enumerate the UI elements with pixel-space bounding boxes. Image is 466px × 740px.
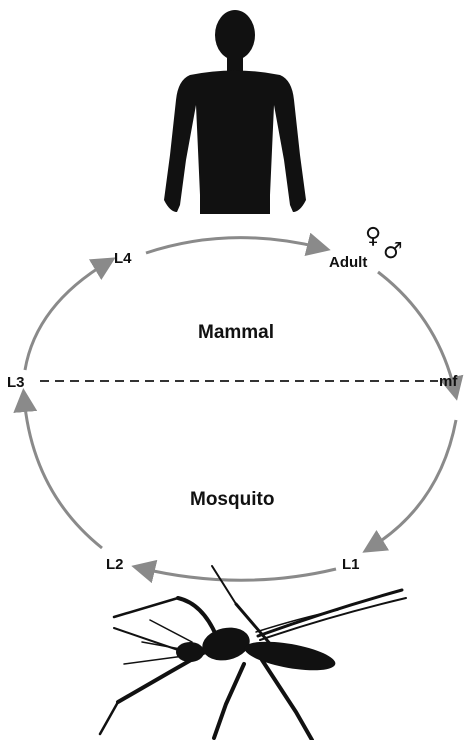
arrow-mf-to-l1 [370,420,456,548]
stage-label-l1: L1 [342,556,360,573]
stage-label-l2: L2 [106,556,124,573]
stage-label-mf: mf [439,373,458,390]
cycle-arrows [24,238,456,581]
mosquito-silhouette-icon [100,566,406,740]
host-label-mammal: Mammal [198,322,274,343]
arrow-l1-to-l2 [140,568,336,580]
stage-label-l4: L4 [114,250,132,267]
human-silhouette-icon [164,10,306,214]
female-symbol: ♀ [365,224,381,249]
arrow-l2-to-l3 [24,397,102,548]
male-symbol: ♂ [383,239,403,264]
arrow-l3-to-l4 [25,262,108,370]
host-label-mosquito: Mosquito [190,489,274,510]
stage-label-adult: Adult [329,254,367,271]
stage-label-l3: L3 [7,374,25,391]
arrow-l4-to-adult [146,238,322,253]
